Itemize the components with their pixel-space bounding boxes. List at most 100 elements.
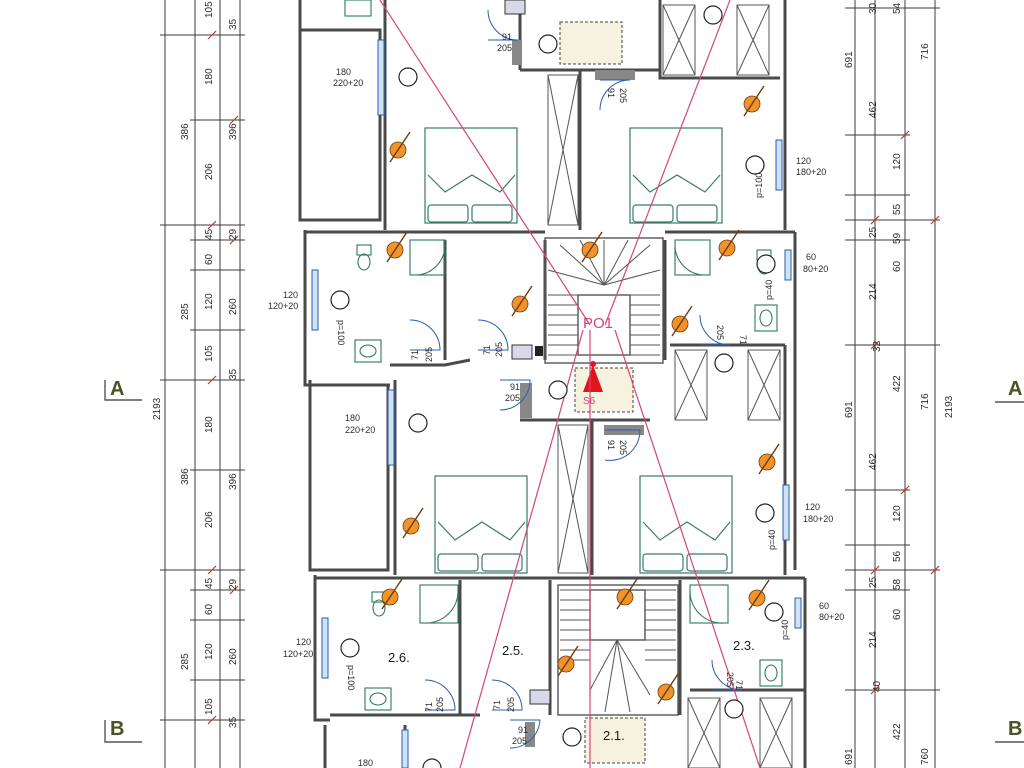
shower-tray <box>674 239 711 276</box>
right-inner-dim: 422 <box>892 375 903 392</box>
window-width: 120 <box>805 502 820 512</box>
sensor <box>562 727 582 747</box>
right-small-dim: 40 <box>872 680 883 692</box>
lift-shaft <box>559 21 623 65</box>
left-right-dim: 35 <box>228 368 239 380</box>
wardrobe <box>547 74 579 226</box>
door-height: 205 <box>618 440 628 455</box>
wardrobe <box>736 4 770 76</box>
right-col-dim: 691 <box>844 401 855 418</box>
window-width: 120 <box>796 156 811 166</box>
door-width: 71 <box>482 345 492 355</box>
section-markers: A B A B <box>104 378 1024 743</box>
section-label-a-right: A <box>1008 378 1022 400</box>
lamp-icon <box>386 231 408 263</box>
door-height: 205 <box>715 325 725 340</box>
right-inner-dim: 56 <box>892 550 903 562</box>
door-width: 71 <box>738 335 748 345</box>
wardrobe <box>759 697 793 768</box>
door-width: 91 <box>606 88 616 98</box>
wardrobe <box>662 4 696 76</box>
stair-code: PO1 <box>583 315 613 332</box>
wardrobe <box>687 697 721 768</box>
sensors <box>330 5 784 768</box>
washbasin <box>354 339 382 363</box>
sensor <box>340 638 360 658</box>
right-dimension-chains: 2193 716 716 760 691 691 691 54 462 120 … <box>844 0 955 768</box>
left-inner-dim: 120 <box>204 293 215 310</box>
room-number-2-6: 2.6. <box>388 650 410 665</box>
door-width: 71 <box>492 700 502 710</box>
left-right-dim: 260 <box>228 298 239 315</box>
right-inner-dim: 462 <box>868 101 879 118</box>
window-width: 60 <box>806 252 816 262</box>
staircase-upper: PO1 <box>544 237 664 364</box>
room-number-2-3: 2.3. <box>733 638 755 653</box>
door-height: 205 <box>618 88 628 103</box>
sensor <box>724 699 744 719</box>
door-swings <box>409 9 743 749</box>
left-mid-dim: 386 <box>180 468 191 485</box>
staircase-lower <box>557 584 679 716</box>
right-inner-dim: 59 <box>892 232 903 244</box>
right-inner-dim: 54 <box>892 2 903 14</box>
left-right-dim: 29 <box>228 228 239 240</box>
window-width: 180 <box>345 413 360 423</box>
left-right-dim: 396 <box>228 473 239 490</box>
left-outer-dim: 2193 <box>152 397 163 420</box>
beds <box>424 127 733 574</box>
door-label: p=100 <box>754 173 764 198</box>
right-small-dim: 25 <box>868 576 879 588</box>
sensor <box>764 602 784 622</box>
right-inner-dim: 462 <box>868 453 879 470</box>
double-bed <box>639 475 733 574</box>
lamp-icon <box>657 673 679 705</box>
left-mid-dim: 285 <box>180 653 191 670</box>
lamp-icon <box>743 85 765 117</box>
left-right-dim: 35 <box>228 716 239 728</box>
door-label: p=40 <box>767 530 777 550</box>
door-height: 205 <box>506 697 516 712</box>
door-width: 91 <box>510 382 520 392</box>
door-height: 205 <box>494 342 504 357</box>
window-width: 180 <box>336 67 351 77</box>
sensor <box>745 155 765 175</box>
left-mid-dim: 386 <box>180 123 191 140</box>
left-inner-dim: 60 <box>204 253 215 265</box>
door-height: 205 <box>424 347 434 362</box>
right-inner-dim: 120 <box>892 153 903 170</box>
washbasin <box>754 304 778 332</box>
left-inner-dim: 105 <box>204 698 215 715</box>
right-small-dim: 25 <box>868 226 879 238</box>
left-inner-dim: 180 <box>204 416 215 433</box>
right-inner-dim: 214 <box>868 283 879 300</box>
room-number-2-5: 2.5. <box>502 643 524 658</box>
lift-shaft: 2.1. <box>584 717 646 764</box>
door-height: 205 <box>505 393 520 403</box>
wardrobe <box>557 424 589 574</box>
sensor <box>548 380 568 400</box>
door-width: 91 <box>518 725 528 735</box>
right-small-dim: 30 <box>868 2 879 14</box>
window-height: 180+20 <box>796 167 826 177</box>
section-label-b-left: B <box>110 718 124 740</box>
sensor <box>755 503 775 523</box>
room-numbers: 2.6. 2.5. 2.3. <box>388 638 755 665</box>
lamp-icon <box>758 443 780 475</box>
sensor <box>538 34 558 54</box>
alignment-lines <box>379 0 761 768</box>
lamp-icon <box>718 229 740 261</box>
lamp-icon <box>671 305 693 337</box>
left-right-dim: 35 <box>228 18 239 30</box>
right-outer-dim: 2193 <box>944 395 955 418</box>
lamps <box>381 85 780 705</box>
shower-tray <box>689 584 729 624</box>
window-height: 220+20 <box>333 78 363 88</box>
right-col-dim: 691 <box>844 748 855 765</box>
double-bed <box>424 127 518 224</box>
door-height: 205 <box>512 736 527 746</box>
window-height: 180+20 <box>803 514 833 524</box>
lamp-icon <box>389 131 411 163</box>
wardrobe <box>747 349 781 421</box>
door-height: 205 <box>497 43 512 53</box>
